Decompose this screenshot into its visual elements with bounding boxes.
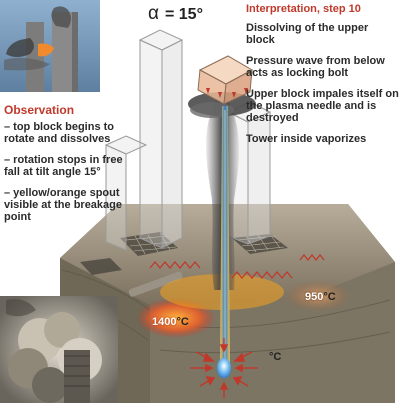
observation-heading: Observation bbox=[4, 103, 75, 117]
observation-panel: Observation – top block begins to rotate… bbox=[4, 103, 130, 232]
photo-debris-cloud bbox=[0, 296, 118, 403]
interpretation-item: Upper block impales itself on the plasma… bbox=[246, 88, 399, 124]
pressure-springs bbox=[149, 253, 325, 280]
photo-towers-burning bbox=[0, 0, 100, 92]
interpretation-item: Tower inside vaporizes bbox=[246, 133, 367, 145]
alpha-symbol: α bbox=[148, 3, 159, 24]
upper-block-arrows bbox=[206, 88, 248, 98]
upper-block bbox=[197, 55, 254, 105]
temperature-hot-value: 1400 bbox=[152, 316, 177, 328]
warm-zone bbox=[284, 280, 352, 312]
converging-arrows bbox=[190, 338, 258, 398]
temperature-warm-unit: °C bbox=[323, 291, 336, 303]
temperature-warm-label: 950°C bbox=[305, 291, 336, 303]
plasma-droplet bbox=[217, 358, 231, 378]
temperature-warm-value: 950 bbox=[305, 291, 324, 303]
observation-item: – rotation stops in free fall at tilt an… bbox=[4, 154, 123, 178]
interpretation-item: Pressure wave from below acts as locking… bbox=[246, 55, 385, 79]
observation-item: – top block begins to rotate and dissolv… bbox=[4, 121, 115, 145]
interpretation-panel: Interpretation, step 10 Dissolving of th… bbox=[246, 3, 400, 154]
observation-item: – yellow/orange spout visible at the bre… bbox=[4, 187, 122, 223]
temperature-hot-unit: °C bbox=[176, 316, 189, 328]
temperature-unit-label: °C bbox=[269, 351, 282, 363]
interpretation-heading: Interpretation, step 10 bbox=[246, 3, 361, 15]
temperature-hot-label: 1400°C bbox=[152, 316, 189, 328]
interpretation-item: Dissolving of the upper block bbox=[246, 22, 369, 46]
tilt-angle-value: = 15° bbox=[164, 6, 203, 23]
left-tower-outline bbox=[104, 29, 184, 251]
tilt-angle-label: α = 15° bbox=[148, 3, 203, 25]
